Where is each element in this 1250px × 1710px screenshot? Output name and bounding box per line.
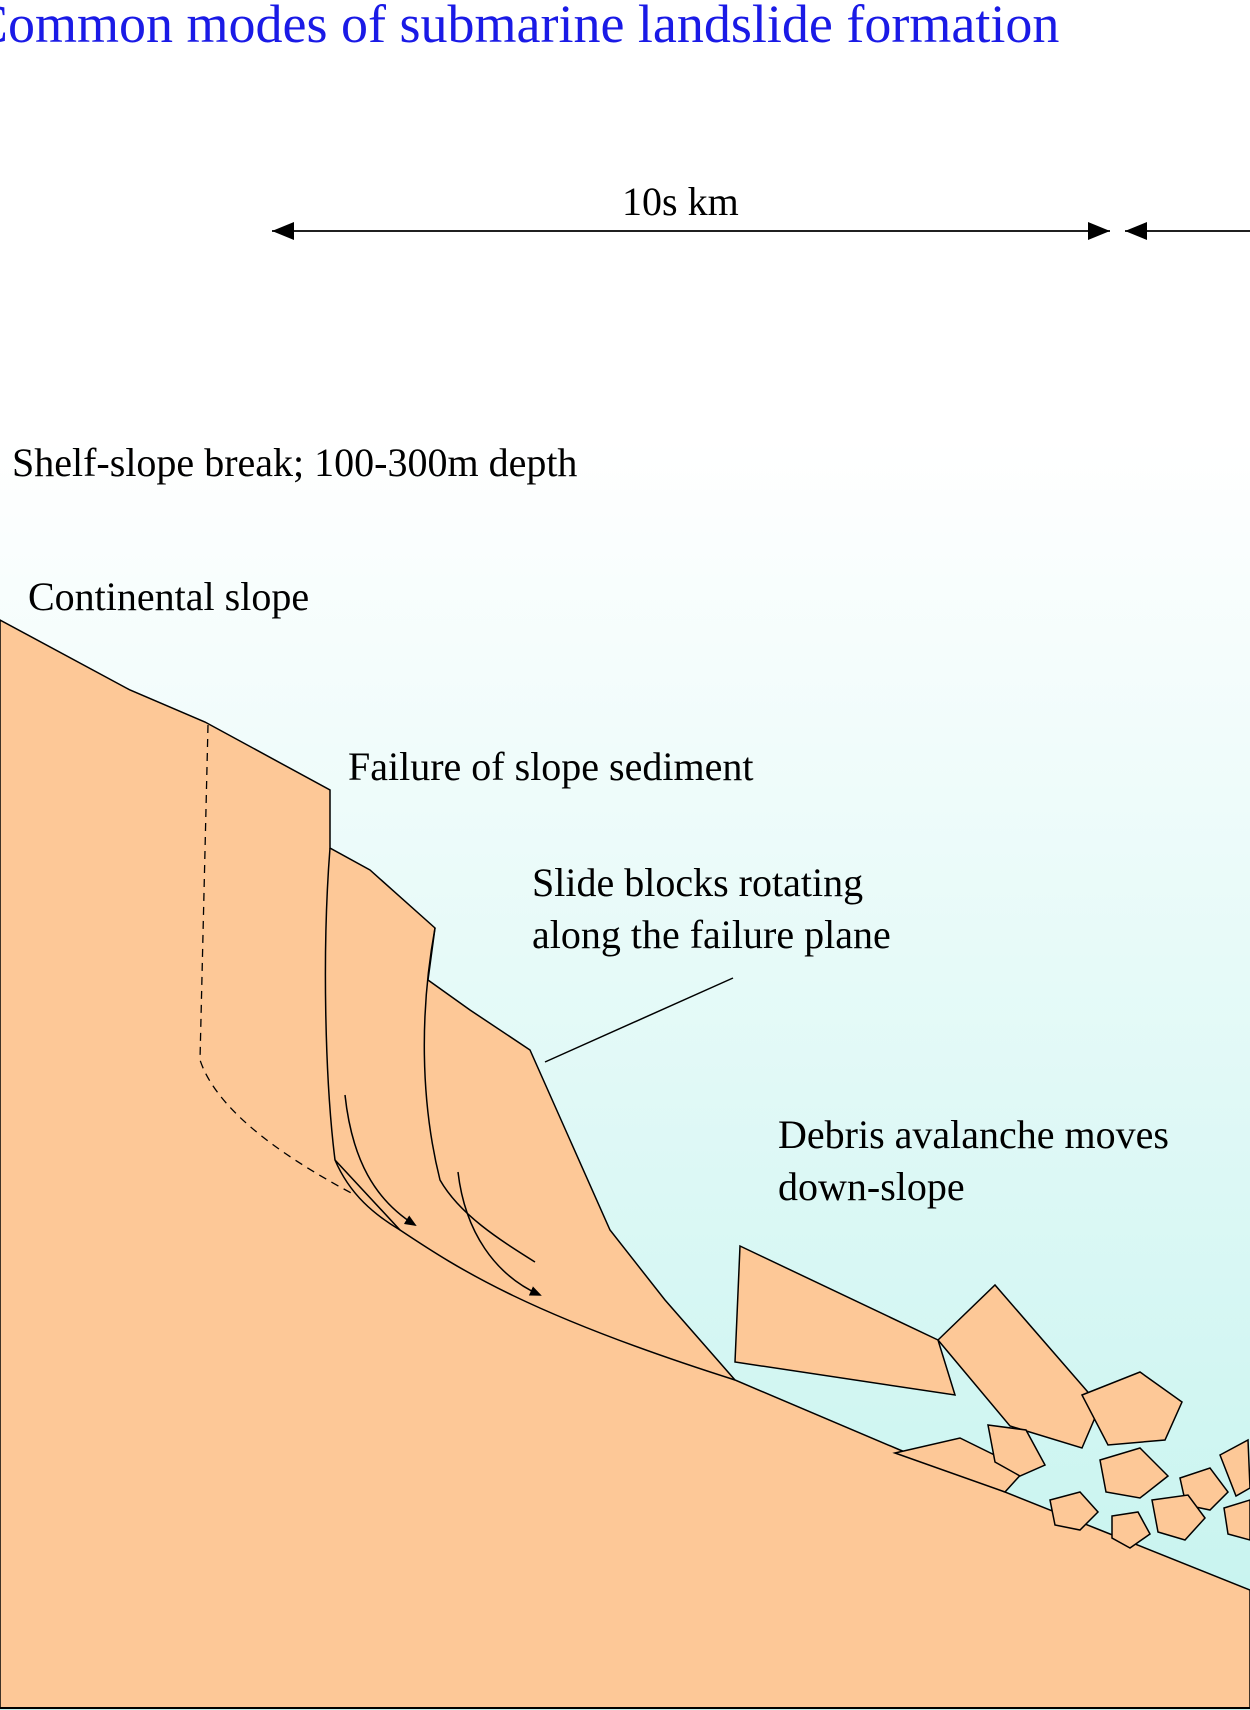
dashed-failure-plane — [199, 724, 356, 1196]
scale-bar-right-arrowhead — [1088, 222, 1110, 240]
debris-label-line2: down-slope — [778, 1164, 965, 1209]
debris-block — [1049, 1491, 1100, 1531]
continental-slope-label: Continental slope — [28, 574, 309, 619]
debris-block — [734, 1244, 957, 1396]
next-scale-bar-arrowhead — [1125, 222, 1147, 240]
continental-slope-sediment — [0, 619, 1250, 1709]
diagram-title: Common modes of submarine landslide form… — [0, 0, 1059, 54]
rotation-arrow-1 — [344, 1094, 417, 1227]
failure-label: Failure of slope sediment — [348, 744, 753, 789]
slide-block-boundary-1 — [324, 847, 401, 1231]
debris-block — [1219, 1438, 1250, 1498]
debris-block — [1099, 1447, 1170, 1499]
debris-label-line1: Debris avalanche moves — [778, 1112, 1169, 1157]
rotation-arrow-2 — [457, 1171, 542, 1296]
slide-block-boundary-2 — [423, 927, 536, 1263]
scale-label: 10s km — [622, 179, 739, 224]
debris-blocks — [734, 1244, 1250, 1549]
debris-block — [1111, 1511, 1151, 1549]
debris-block — [1151, 1494, 1206, 1541]
debris-block — [987, 1424, 1047, 1477]
label-leader-line — [544, 977, 734, 1063]
shelf-break-label: Shelf-slope break; 100-300m depth — [12, 440, 577, 485]
debris-block — [1080, 1371, 1183, 1446]
scale-bar-left-arrowhead — [272, 222, 294, 240]
debris-block — [1223, 1499, 1250, 1541]
failure-plane — [334, 1159, 736, 1381]
slide-blocks-label-line1: Slide blocks rotating — [532, 860, 863, 905]
slide-blocks-label-line2: along the failure plane — [532, 912, 891, 957]
debris-block — [936, 1283, 1101, 1449]
